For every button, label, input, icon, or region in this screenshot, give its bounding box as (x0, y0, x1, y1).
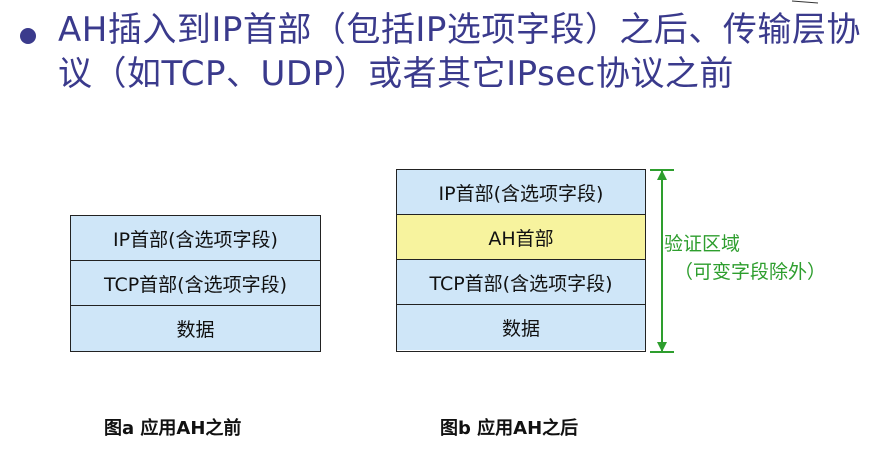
figure-b-tcp-header: TCP首部(含选项字段) (397, 260, 645, 305)
figure-b-stack: IP首部(含选项字段) AH首部 TCP首部(含选项字段) 数据 (396, 169, 646, 352)
figure-a-ip-header: IP首部(含选项字段) (71, 216, 320, 261)
figure-b-ah-header: AH首部 (397, 215, 645, 260)
figure-a-stack: IP首部(含选项字段) TCP首部(含选项字段) 数据 (70, 215, 321, 352)
auth-region-label: 验证区域 （可变字段除外） (664, 230, 826, 286)
auth-region-label-line2: （可变字段除外） (674, 261, 827, 283)
bullet-dot-icon (20, 28, 36, 44)
figure-b-caption: 图b 应用AH之后 (440, 418, 579, 439)
auth-region-bracket (650, 169, 674, 353)
figure-b-data: 数据 (397, 305, 645, 350)
bullet-text: AH插入到IP首部（包括IP选项字段）之后、传输层协议（如TCP、UDP）或者其… (58, 10, 861, 94)
figure-a-caption: 图a 应用AH之前 (104, 418, 242, 439)
figure-a-tcp-header: TCP首部(含选项字段) (71, 261, 320, 306)
figure-a-data: 数据 (71, 306, 320, 351)
slide-corner-mark (791, 0, 819, 4)
figure-b-ip-header: IP首部(含选项字段) (397, 170, 645, 215)
auth-region-label-line1: 验证区域 (664, 233, 741, 255)
